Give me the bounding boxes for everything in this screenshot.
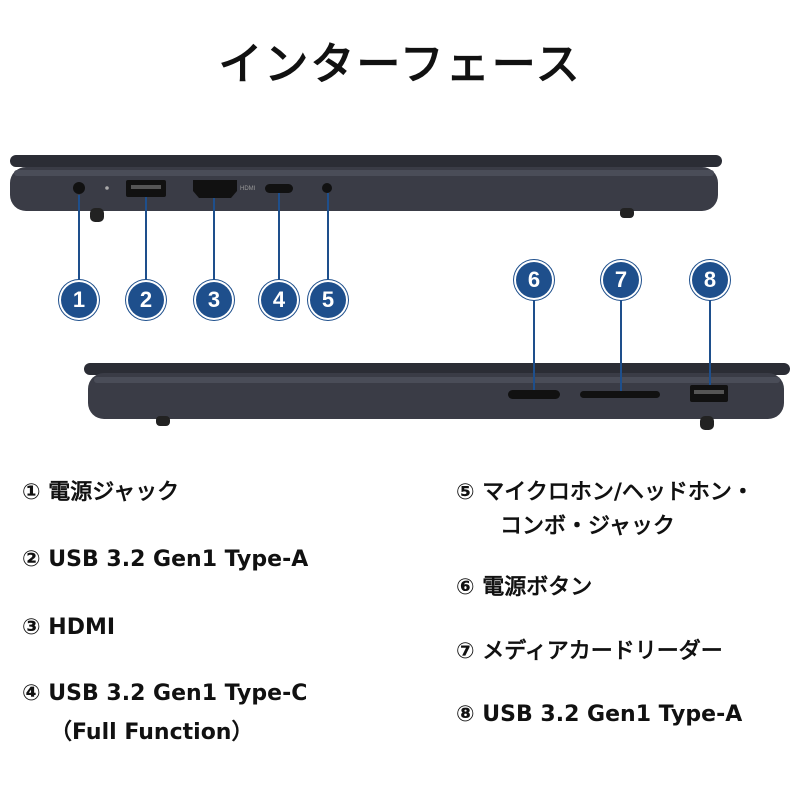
power-button-icon <box>508 390 560 399</box>
legend-item-2: ② USB 3.2 Gen1 Type-A <box>22 547 309 572</box>
callout-4: 4 <box>261 282 297 318</box>
callout-5: 5 <box>310 282 346 318</box>
callout-2: 2 <box>128 282 164 318</box>
legend-item-4: ④ USB 3.2 Gen1 Type-C <box>22 681 308 706</box>
legend-item-6: ⑥ 電源ボタン <box>456 575 593 600</box>
power-jack-icon <box>73 182 85 194</box>
legend-item-1: ① 電源ジャック <box>22 480 180 505</box>
hdmi-small-label: HDMI <box>240 186 256 192</box>
callout-8: 8 <box>692 262 728 298</box>
legend-item-7: ⑦ メディアカードリーダー <box>456 639 723 664</box>
callout-3: 3 <box>196 282 232 318</box>
usb-c-port-icon <box>265 184 293 193</box>
card-reader-icon <box>580 391 660 398</box>
laptop-left-side <box>10 155 722 283</box>
callout-1: 1 <box>61 282 97 318</box>
legend-item-8: ⑧ USB 3.2 Gen1 Type-A <box>456 702 743 727</box>
hdmi-port-icon <box>193 180 237 198</box>
legend-item-5: ⑤ マイクロホン/ヘッドホン・ <box>456 480 754 505</box>
audio-jack-icon <box>322 183 332 193</box>
page-title: インターフェース <box>218 39 582 90</box>
callout-7: 7 <box>603 262 639 298</box>
callout-6: 6 <box>516 262 552 298</box>
legend-item-4-cont: （Full Function） <box>50 720 254 745</box>
legend-item-3: ③ HDMI <box>22 615 116 640</box>
laptop-right-side <box>84 298 790 430</box>
legend-item-5-cont: コンボ・ジャック <box>500 514 675 539</box>
